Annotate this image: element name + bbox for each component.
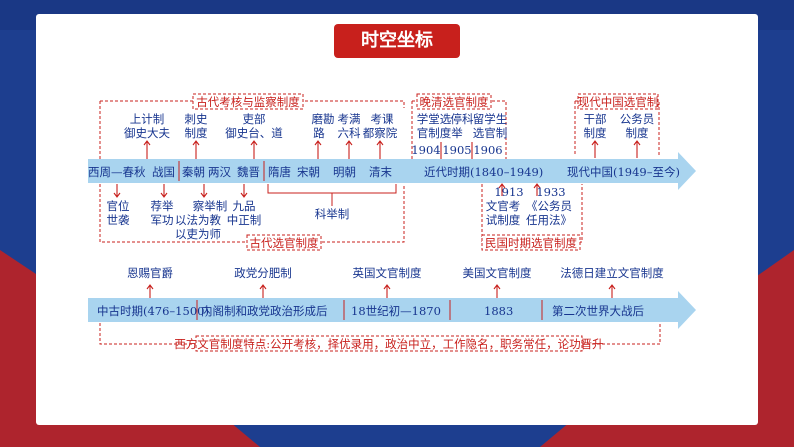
above-item-10a: 干部 bbox=[584, 112, 607, 126]
above-item-11a: 公务员 bbox=[620, 112, 655, 126]
label-ancient-selection: 古代选官制度 bbox=[250, 236, 319, 250]
era-jindai: 近代时期(1840–1949) bbox=[424, 165, 543, 179]
below-item-3a: 察举制 bbox=[193, 199, 228, 213]
above-item-9a: 留学生 bbox=[473, 112, 508, 126]
west-above-5: 法德日建立文官制度 bbox=[560, 266, 664, 280]
above-item-9b: 选官制 bbox=[473, 126, 508, 140]
below-item-5b: 文官考 bbox=[486, 199, 521, 213]
year-1904: 1904 bbox=[411, 143, 440, 157]
era-suitang: 隋唐 bbox=[268, 165, 291, 179]
below-item-6c: 任用法》 bbox=[526, 213, 572, 227]
above-item-1a: 上计制 bbox=[130, 112, 165, 126]
above-item-10b: 制度 bbox=[584, 126, 607, 140]
west-era-4: 1883 bbox=[484, 304, 513, 318]
below-item-1a: 官位 bbox=[107, 199, 130, 213]
era-ming: 明朝 bbox=[333, 165, 356, 179]
below-item-6a: 1933 bbox=[536, 185, 565, 199]
west-era-2: 内阁制和政党政治形成后 bbox=[201, 304, 328, 318]
era-xizhou: 西周—春秋 bbox=[88, 165, 146, 179]
west-summary: 西方文官制度特点:公开考核，择优录用，政治中立，工作隐名，职务常任，论功晋升 bbox=[174, 337, 603, 351]
year-1906: 1906 bbox=[473, 143, 502, 157]
era-weijin: 魏晋 bbox=[237, 165, 260, 179]
era-xiandai: 现代中国(1949–至今) bbox=[567, 165, 680, 179]
above-item-8b: 举 bbox=[451, 126, 463, 140]
below-item-3b: 以法为教 bbox=[175, 213, 221, 227]
above-item-4b: 路 bbox=[313, 126, 325, 140]
below-item-5c: 试制度 bbox=[486, 213, 521, 227]
above-item-3b: 御史台、道 bbox=[225, 126, 283, 140]
label-ancient-supervision: 古代考核与监察制度 bbox=[196, 95, 300, 109]
era-qingmo: 清末 bbox=[369, 165, 392, 179]
label-late-qing: 晚清选官制度 bbox=[420, 95, 489, 109]
below-item-6b: 《公务员 bbox=[526, 199, 572, 213]
west-era-3: 18世纪初—1870 bbox=[351, 304, 441, 318]
above-item-7a: 学堂选 bbox=[417, 112, 452, 126]
era-lianghan: 两汉 bbox=[208, 165, 231, 179]
year-1905: 1905 bbox=[442, 143, 471, 157]
below-item-2a: 荐举 bbox=[151, 199, 174, 213]
west-above-3: 英国文官制度 bbox=[353, 266, 422, 280]
above-item-6b: 都察院 bbox=[363, 126, 398, 140]
below-item-3c: 以吏为师 bbox=[175, 227, 221, 241]
below-item-5a: 1913 bbox=[494, 185, 523, 199]
west-above-1: 恩赐官爵 bbox=[127, 266, 173, 280]
above-item-6a: 考课 bbox=[371, 112, 394, 126]
below-item-4a: 九品 bbox=[233, 199, 256, 213]
era-qin: 秦朝 bbox=[182, 165, 205, 179]
above-item-3a: 吏部 bbox=[243, 112, 266, 126]
west-era-1: 中古时期(476–1500) bbox=[97, 304, 209, 318]
above-item-7b: 官制度 bbox=[417, 126, 452, 140]
above-item-2a: 刺史 bbox=[185, 112, 208, 126]
west-era-5: 第二次世界大战后 bbox=[552, 304, 644, 318]
west-above-2: 政党分肥制 bbox=[234, 266, 292, 280]
label-modern-china: 现代中国选官制 bbox=[578, 95, 659, 109]
below-item-2b: 军功 bbox=[151, 213, 174, 227]
west-above-4: 美国文官制度 bbox=[463, 266, 532, 280]
era-zhanguo: 战国 bbox=[152, 165, 175, 179]
above-item-2b: 制度 bbox=[185, 126, 208, 140]
above-item-1b: 御史大夫 bbox=[124, 126, 170, 140]
label-keju: 科举制 bbox=[315, 207, 350, 221]
era-song: 宋朝 bbox=[297, 165, 320, 179]
above-item-5b: 六科 bbox=[338, 126, 361, 140]
below-item-1b: 世袭 bbox=[107, 213, 130, 227]
label-republic: 民国时期选官制度 bbox=[485, 236, 577, 250]
below-item-4b: 中正制 bbox=[227, 213, 262, 227]
above-item-5a: 考满 bbox=[338, 112, 361, 126]
above-item-4a: 磨勘 bbox=[312, 112, 335, 126]
above-item-11b: 制度 bbox=[626, 126, 649, 140]
above-item-8a: 停科 bbox=[451, 112, 474, 126]
